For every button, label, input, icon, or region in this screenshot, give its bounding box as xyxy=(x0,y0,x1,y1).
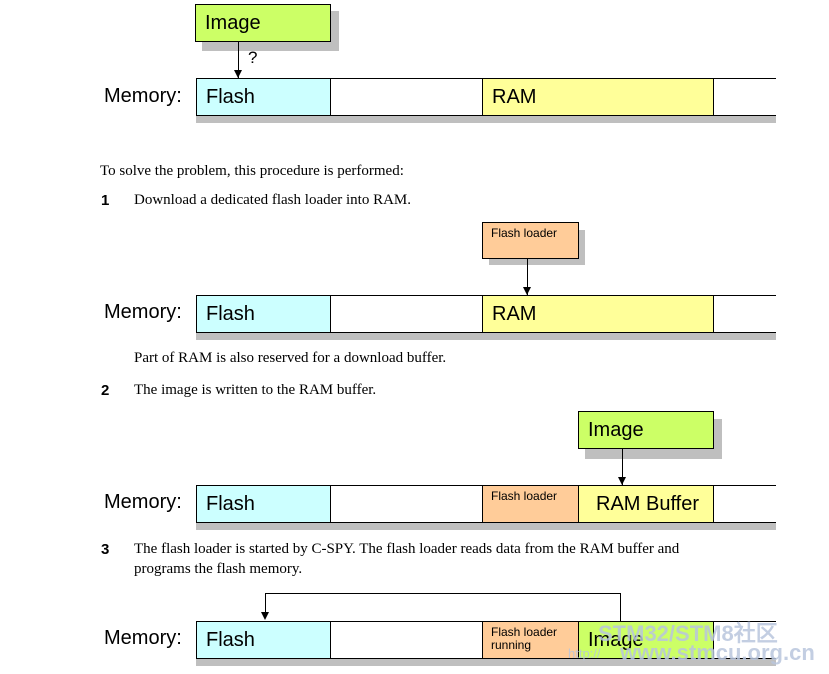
arrow-head-icon xyxy=(234,70,242,78)
watermark-title: STM32/STM8社区 xyxy=(598,621,778,646)
step-text: The image is written to the RAM buffer. xyxy=(134,382,377,398)
note-text: Part of RAM is also reserved for a downl… xyxy=(134,350,447,366)
arrow-head-icon xyxy=(523,287,531,295)
flash-loader-box: Flash loader xyxy=(482,222,579,259)
flash-block: Flash xyxy=(196,485,331,523)
image-box: Image xyxy=(195,4,331,42)
step-text-line1: The flash loader is started by C-SPY. Th… xyxy=(134,541,680,557)
ram-buffer-block: RAM Buffer xyxy=(578,485,714,523)
step-number: 1 xyxy=(101,192,110,209)
step-text: Download a dedicated flash loader into R… xyxy=(134,192,412,208)
image-box: Image xyxy=(578,411,714,449)
flash-block: Flash xyxy=(196,621,331,659)
ram-block: RAM xyxy=(482,295,714,333)
flash-block: Flash xyxy=(196,78,331,116)
flash-block: Flash xyxy=(196,295,331,333)
flash-loader-block: Flash loader xyxy=(482,485,579,523)
intro-text: To solve the problem, this procedure is … xyxy=(100,163,404,179)
step-number: 2 xyxy=(101,382,110,399)
image-block: Image xyxy=(578,621,714,659)
arrow-head-icon xyxy=(261,612,269,620)
question-mark: ? xyxy=(248,48,258,67)
step-text-line2: programs the flash memory. xyxy=(134,561,303,577)
load-arrow xyxy=(527,259,528,295)
program-arrow-left-vertical xyxy=(265,593,266,613)
program-arrow-right-vertical xyxy=(620,593,621,621)
arrow-head-icon xyxy=(618,477,626,485)
watermark-url-prefix: http:// xyxy=(568,646,601,661)
program-arrow-horizontal xyxy=(265,593,621,594)
loader-label-line1: Flash loader xyxy=(491,625,558,639)
flash-loader-running-block: Flash loader running xyxy=(482,621,579,659)
ram-block: RAM xyxy=(482,78,714,116)
watermark-url: www.stmcu.org.cn xyxy=(620,640,815,665)
memory-label: Memory: xyxy=(104,491,182,513)
memory-label: Memory: xyxy=(104,627,182,649)
step-number: 3 xyxy=(101,541,110,558)
memory-label: Memory: xyxy=(104,301,182,323)
write-arrow xyxy=(622,449,623,485)
loader-label-line2: running xyxy=(491,638,532,652)
memory-label: Memory: xyxy=(104,85,182,107)
download-arrow xyxy=(238,42,239,78)
